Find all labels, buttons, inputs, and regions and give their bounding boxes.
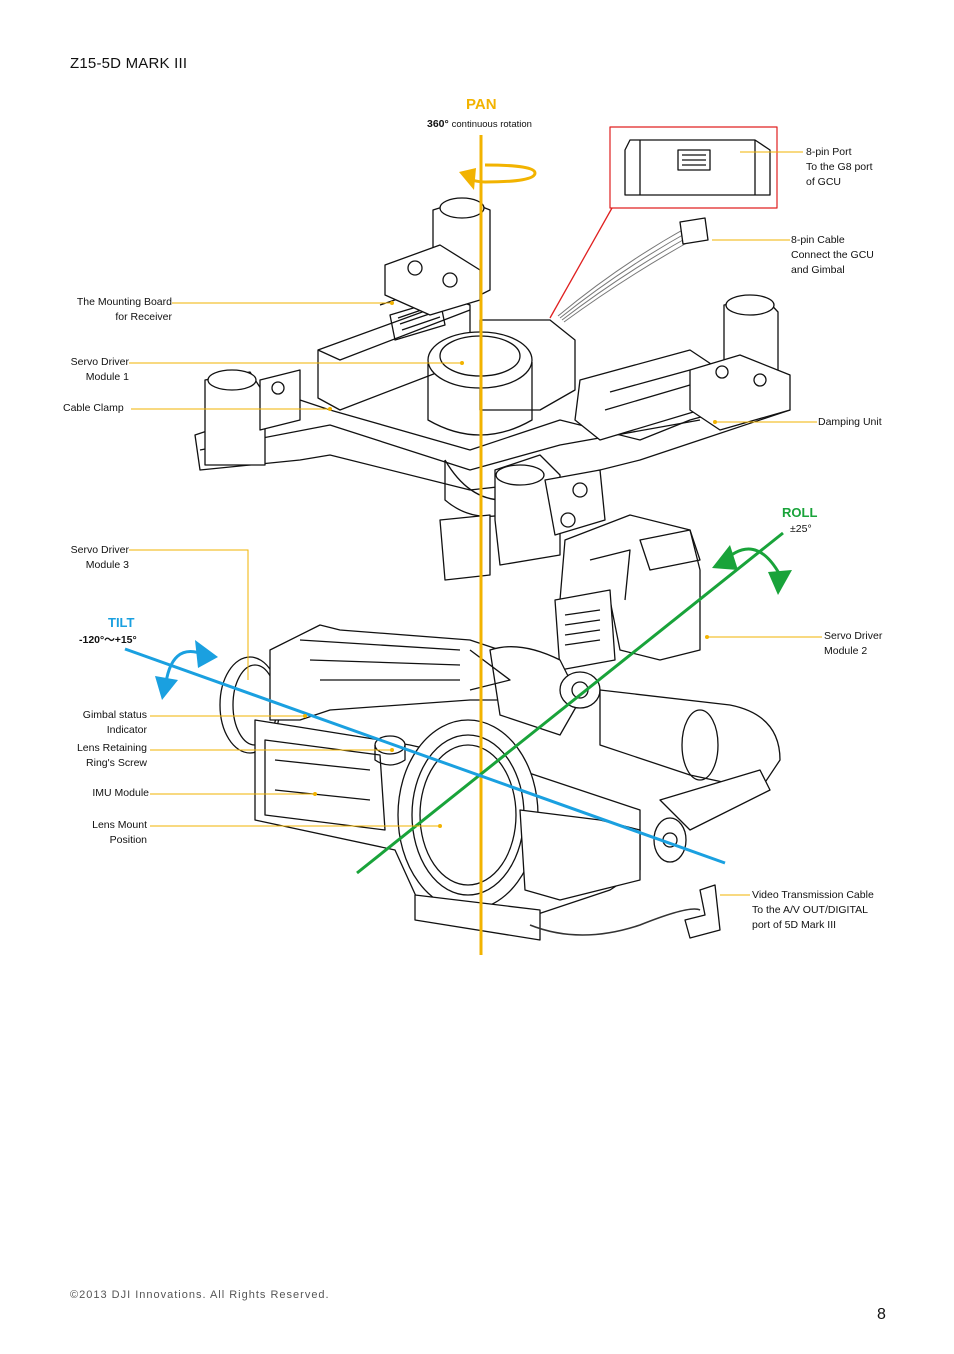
cable-8pin-label: 8-pin Cable Connect the GCU and Gimbal — [791, 234, 874, 276]
pan-label: PAN — [466, 96, 497, 113]
port-8pin-label: 8-pin Port To the G8 port of GCU — [806, 146, 873, 188]
leader-dots — [303, 301, 717, 828]
damping-unit-label: Damping Unit — [818, 416, 882, 428]
roll-axis — [356, 531, 784, 875]
imu-module-label: IMU Module — [92, 787, 149, 799]
tilt-axis — [124, 647, 726, 865]
pin-cable-drawing — [557, 227, 693, 323]
servo-module-1-label: Servo Driver Module 1 — [70, 356, 129, 383]
roll-frame-drawing — [554, 514, 701, 671]
video-cable-label: Video Transmission Cable To the A/V OUT/… — [752, 889, 874, 931]
mounting-board-label: The Mounting Board for Receiver — [76, 296, 172, 323]
video-cable-drawing — [529, 908, 701, 936]
roll-label: ROLL — [782, 505, 818, 520]
pan-range-value: 360° — [427, 118, 449, 130]
copyright-footer: ©2013 DJI Innovations. All Rights Reserv… — [70, 1289, 330, 1301]
lens-ring-screw-label: Lens Retaining Ring's Screw — [76, 742, 147, 769]
cable-clamp-label: Cable Clamp — [63, 402, 124, 414]
tilt-arrow-head — [195, 640, 218, 668]
lens-mount-label: Lens Mount Position — [92, 819, 147, 846]
servo-module-3-label: Servo Driver Module 3 — [70, 544, 129, 571]
page-title: Z15-5D MARK III — [70, 55, 188, 72]
pan-range: 360° continuous rotation — [427, 118, 532, 130]
tilt-range: -120°～+15° — [79, 634, 137, 646]
roll-arrow-head-2 — [768, 570, 792, 595]
port-inset-drawing — [609, 126, 778, 209]
gimbal-status-label: Gimbal status Indicator — [82, 709, 147, 736]
roll-arrow-head — [712, 545, 738, 570]
highlight-line — [549, 207, 613, 319]
tilt-arrow-head-2 — [155, 676, 178, 700]
servo-module-2-label: Servo Driver Module 2 — [824, 630, 883, 657]
pan-rotation-arrow — [467, 163, 537, 184]
tilt-label: TILT — [108, 615, 135, 630]
pan-range-note: continuous rotation — [451, 119, 532, 130]
page-number: 8 — [877, 1306, 886, 1323]
pin-connector-drawing — [679, 217, 709, 245]
leader-lines — [129, 151, 822, 896]
roll-range: ±25° — [790, 523, 812, 535]
pan-arrow-head — [459, 168, 476, 190]
damping-units-drawing — [204, 197, 791, 581]
video-connector-drawing — [684, 884, 721, 939]
